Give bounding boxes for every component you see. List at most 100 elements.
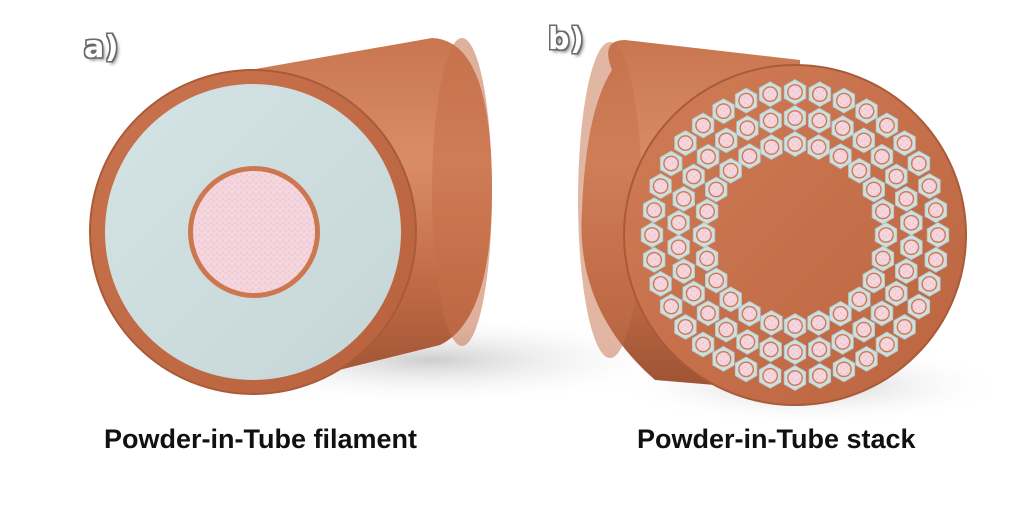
stack-back-rim <box>578 42 642 358</box>
stack-filament <box>918 270 941 297</box>
stack-filament <box>759 107 782 134</box>
stack-filament-powder-core <box>880 338 894 352</box>
stack-filament <box>870 143 894 170</box>
stack-filament-powder-core <box>899 264 913 278</box>
stack-filament-powder-core <box>645 228 659 242</box>
stack-filament <box>871 245 895 272</box>
stack-filament-powder-core <box>739 94 753 108</box>
stack-filament-powder-core <box>912 157 926 170</box>
stack-filament <box>885 163 908 190</box>
stack-filament-powder-core <box>860 104 873 118</box>
stack-filament <box>783 365 807 391</box>
stack-filament <box>734 356 758 383</box>
stack-filament-powder-core <box>876 252 890 266</box>
stack-filament-powder-core <box>654 179 668 193</box>
stack-filament <box>715 127 738 154</box>
stack-filament <box>900 234 923 261</box>
stack-filament-powder-core <box>875 306 889 320</box>
stack-filament <box>848 286 871 313</box>
stack-filament-powder-core <box>672 240 686 254</box>
stack-filament <box>807 134 830 161</box>
stack-filament <box>852 316 875 343</box>
stack-filament-powder-core <box>709 183 723 196</box>
stack-filament <box>640 222 664 248</box>
stack-filament-powder-core <box>697 228 711 242</box>
stack-filament-powder-core <box>876 204 890 218</box>
stack-matrix-rim <box>623 64 967 406</box>
stack-filament-powder-core <box>701 306 715 320</box>
stack-filament-powder-core <box>922 179 936 193</box>
stack-filament <box>808 107 831 134</box>
stack-filament <box>907 150 931 177</box>
stack-filament-powder-core <box>922 277 936 291</box>
stack-filament-powder-core <box>812 114 826 128</box>
stack-filament <box>672 185 695 212</box>
stack-filament <box>695 198 719 225</box>
filament-panel <box>89 38 690 405</box>
stack-filament-powder-core <box>764 140 778 154</box>
stack-filament-powder-core <box>834 149 847 163</box>
stack-filament <box>855 98 878 125</box>
stack-filament-powder-core <box>812 342 826 356</box>
stack-filament-powder-core <box>929 253 943 267</box>
stack-filament <box>712 98 735 125</box>
stack-panel <box>578 40 1010 425</box>
stack-caption: Powder-in-Tube stack <box>637 424 916 454</box>
stack-filament-powder-core <box>898 136 912 150</box>
stack-filament-powder-core <box>763 87 777 101</box>
stack-filament <box>885 280 908 307</box>
stack-filament <box>893 313 916 340</box>
stack-filament-powder-core <box>764 316 778 330</box>
stack-filament-powder-core <box>788 345 802 359</box>
stack-filament-powder-core <box>709 274 723 287</box>
stack-filament <box>696 300 720 327</box>
stack-filament-powder-core <box>664 157 678 170</box>
panel-a-label: a) <box>84 30 119 65</box>
stack-filament <box>712 345 735 372</box>
stack-filament <box>705 176 728 203</box>
panel-b-label: b) <box>548 22 585 57</box>
filament-caption: Powder-in-Tube filament <box>104 424 418 454</box>
stack-filament <box>734 87 758 114</box>
stack-filament <box>674 130 697 157</box>
stack-filament-powder-core <box>743 307 756 321</box>
stack-filament-powder-core <box>677 264 691 278</box>
stack-filament-powder-core <box>672 216 686 230</box>
stack-filament <box>870 300 894 327</box>
stack-filament <box>659 293 683 320</box>
stack-filament <box>783 131 807 157</box>
stack-filament-powder-core <box>813 369 827 383</box>
stack-filament-powder-core <box>929 203 943 217</box>
stack-filament-powder-core <box>678 136 692 150</box>
stack-filament-powder-core <box>724 164 738 178</box>
stack-filament-powder-core <box>899 192 913 206</box>
stack-filament-powder-core <box>813 87 827 101</box>
stack-filament-powder-core <box>812 316 826 330</box>
stack-filament-powder-core <box>857 133 871 147</box>
stack-filament <box>759 336 782 363</box>
stack-filament <box>807 309 830 336</box>
stack-filament <box>691 112 715 139</box>
stack-filament-powder-core <box>764 342 778 356</box>
stack-filament <box>738 143 761 170</box>
stack-filament <box>649 173 672 200</box>
stack-filament-powder-core <box>788 319 802 333</box>
stack-filament <box>659 150 683 177</box>
stack-filament <box>808 336 831 363</box>
stack-filament-powder-core <box>898 320 912 334</box>
stack-filament <box>691 331 715 358</box>
stack-filament-powder-core <box>812 140 826 154</box>
stack-filament-powder-core <box>837 94 851 108</box>
stack-filament-powder-core <box>788 85 802 99</box>
stack-filament-powder-core <box>678 320 692 334</box>
stack-filament-powder-core <box>834 307 847 321</box>
stack-filament-powder-core <box>788 371 802 385</box>
stack-filament-powder-core <box>857 323 871 337</box>
stack-filament <box>855 345 878 372</box>
stack-filament <box>871 198 895 225</box>
stack-filament-powder-core <box>647 253 661 267</box>
stack-filament <box>808 362 832 389</box>
stack-filament-powder-core <box>717 104 730 118</box>
stack-filament-powder-core <box>696 338 710 352</box>
